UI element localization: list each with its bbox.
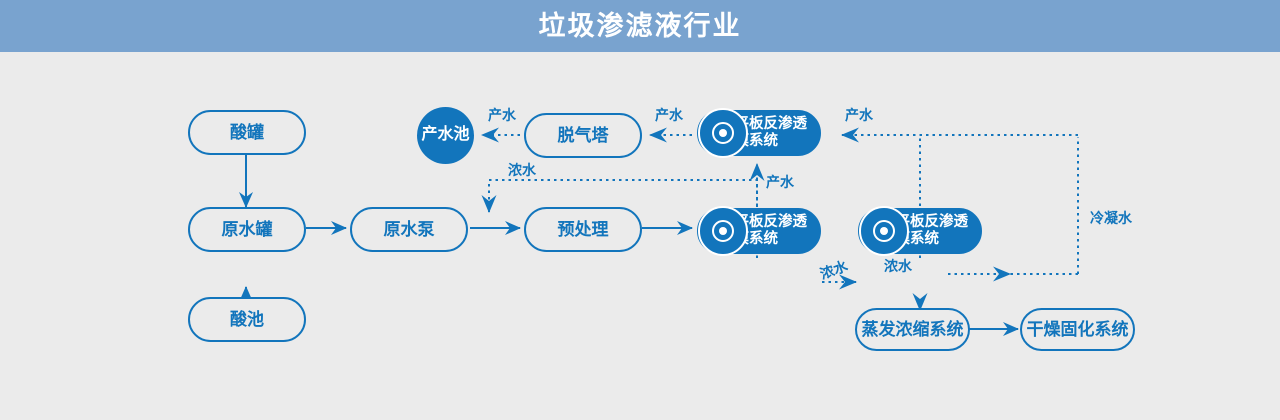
- disc-icon-ring-inner: [719, 227, 727, 235]
- node-product-pool-label: 产水池: [421, 126, 470, 144]
- node-evaporation-label: 蒸发浓缩系统: [861, 319, 964, 339]
- node-acid-tank[interactable]: 酸罐: [188, 110, 306, 155]
- node-raw-water-pump-label: 原水泵: [383, 219, 435, 239]
- node-acid-tank-label: 酸罐: [230, 122, 264, 142]
- node-evaporation[interactable]: 蒸发浓缩系统: [855, 308, 970, 351]
- edge-label-product-water-right: 产水: [845, 107, 873, 123]
- node-membrane-top[interactable]: 平板反渗透 膜系统: [697, 108, 821, 158]
- edge-label-concentrate-recycle: 浓水: [508, 162, 536, 178]
- node-acid-pool-label: 酸池: [230, 309, 264, 329]
- node-degas-tower-label: 脱气塔: [557, 125, 609, 145]
- disc-icon: [698, 108, 748, 158]
- page-header: 垃圾渗滤液行业: [0, 0, 1280, 52]
- node-product-pool[interactable]: 产水池: [417, 107, 474, 164]
- node-membrane-mid[interactable]: 平板反渗透 膜系统: [697, 206, 821, 256]
- disc-icon-ring-outer: [873, 220, 895, 242]
- disc-icon-ring-outer: [712, 220, 734, 242]
- flowchart-canvas: 脱气塔 --> 产水池 --> 膜(顶) --> 膜(右) --> 蒸发浓缩 -…: [0, 52, 1280, 420]
- node-acid-pool[interactable]: 酸池: [188, 297, 306, 342]
- node-pretreatment[interactable]: 预处理: [524, 207, 642, 252]
- node-pretreatment-label: 预处理: [557, 219, 609, 239]
- node-raw-water-pump[interactable]: 原水泵: [350, 207, 468, 252]
- edge-label-condensate: 冷凝水: [1090, 210, 1132, 226]
- disc-icon-ring-outer: [712, 122, 734, 144]
- node-membrane-mid-line1: 平板反渗透: [734, 214, 808, 231]
- node-drying[interactable]: 干燥固化系统: [1020, 308, 1135, 351]
- node-drying-label: 干燥固化系统: [1026, 319, 1129, 339]
- edge-label-product-water-degas: 产水: [655, 107, 683, 123]
- node-membrane-top-line1: 平板反渗透: [734, 116, 808, 133]
- node-degas-tower[interactable]: 脱气塔: [524, 113, 642, 158]
- node-raw-water-tank[interactable]: 原水罐: [188, 207, 306, 252]
- edge-label-product-water-to-pool: 产水: [488, 107, 516, 123]
- edge-label-product-water-up: 产水: [766, 174, 794, 190]
- edge-label-concentrate-to-evaporator: 浓水: [884, 258, 912, 274]
- disc-icon: [859, 206, 909, 256]
- page-title: 垃圾渗滤液行业: [538, 11, 742, 41]
- node-raw-water-tank-label: 原水罐: [221, 219, 273, 239]
- disc-icon-ring-inner: [719, 129, 727, 137]
- disc-icon-ring-inner: [880, 227, 888, 235]
- node-membrane-right-line1: 平板反渗透: [895, 214, 969, 231]
- disc-icon: [698, 206, 748, 256]
- node-membrane-right[interactable]: 平板反渗透 膜系统: [858, 206, 982, 256]
